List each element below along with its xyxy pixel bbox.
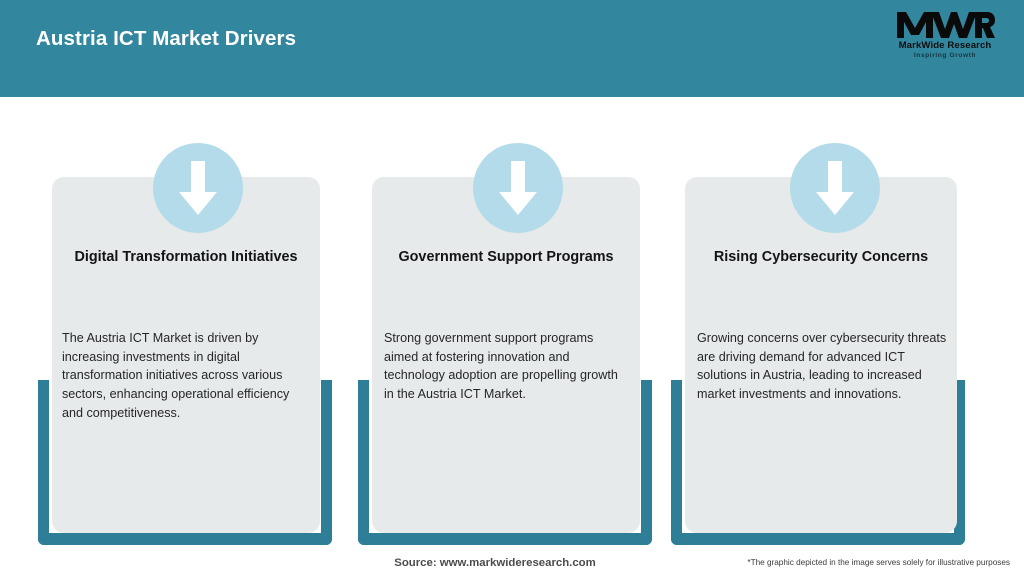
logo-company-name: MarkWide Research	[898, 40, 992, 51]
logo-tagline: Inspiring Growth	[913, 51, 977, 59]
source-label: Source: www.markwideresearch.com	[394, 557, 596, 569]
card-body-text: Strong government support programs aimed…	[384, 331, 618, 401]
arrow-down-icon	[179, 161, 217, 215]
page-title: Austria ICT Market Drivers	[36, 27, 297, 50]
card-icon-badge	[153, 143, 243, 233]
driver-card-3: Rising Cybersecurity Concerns Growing co…	[665, 143, 971, 545]
arrow-down-icon	[499, 161, 537, 215]
card-body-text: The Austria ICT Market is driven by incr…	[62, 331, 290, 420]
header-band	[0, 0, 1024, 97]
card-panel: Rising Cybersecurity Concerns Growing co…	[685, 177, 957, 533]
driver-card-1: Digital Transformation Initiatives The A…	[32, 143, 338, 545]
disclaimer-note: *The graphic depicted in the image serve…	[747, 558, 1010, 567]
markwide-research-logo: MarkWide Research Inspiring Growth	[882, 8, 1008, 66]
card-panel: Government Support Programs Strong gover…	[372, 177, 640, 533]
card-icon-badge	[790, 143, 880, 233]
mwr-monogram-icon	[897, 12, 995, 38]
card-icon-badge	[473, 143, 563, 233]
card-title: Digital Transformation Initiatives	[74, 249, 298, 265]
card-teal-bracket	[358, 380, 652, 545]
card-teal-bracket	[38, 380, 332, 545]
card-title: Government Support Programs	[398, 249, 614, 265]
card-body-text: Growing concerns over cybersecurity thre…	[697, 331, 947, 401]
card-teal-bracket	[671, 380, 965, 545]
driver-card-2: Government Support Programs Strong gover…	[352, 143, 658, 545]
card-title: Rising Cybersecurity Concerns	[713, 249, 929, 265]
arrow-down-icon	[816, 161, 854, 215]
card-panel: Digital Transformation Initiatives The A…	[52, 177, 320, 533]
